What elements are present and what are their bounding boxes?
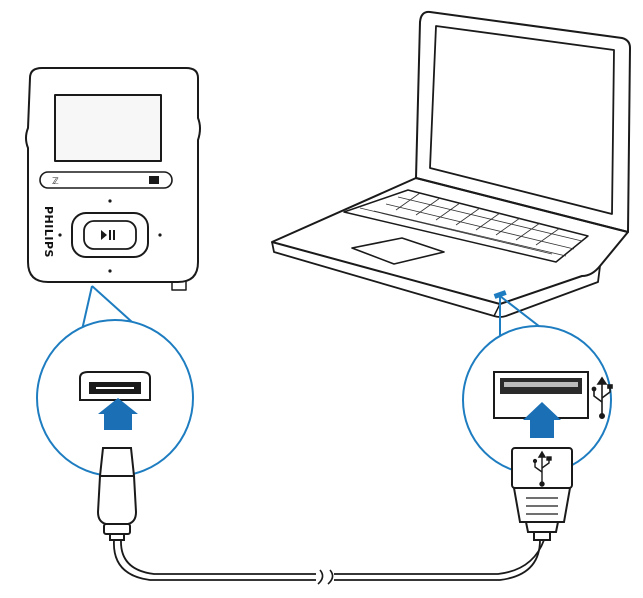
laptop xyxy=(271,10,631,318)
play-pause-icon xyxy=(101,230,115,240)
micro-usb-port xyxy=(79,371,151,401)
player-status-strip xyxy=(39,171,173,189)
laptop-usb-port xyxy=(493,290,507,299)
player-port-callout xyxy=(36,285,194,477)
laptop-port-callout xyxy=(462,295,613,489)
plug-usb-trident-icon xyxy=(532,450,552,487)
laptop-keyboard xyxy=(343,189,589,263)
mp3-player: ℤ xyxy=(25,67,201,291)
player-brand-logo: PHILIPS xyxy=(42,206,55,258)
insert-arrow-left xyxy=(98,398,138,430)
play-pause-button xyxy=(83,220,137,250)
svg-text:ℤ: ℤ xyxy=(52,177,59,187)
nav-pad xyxy=(71,212,149,258)
insert-arrow-right xyxy=(523,402,561,438)
laptop-trackpad xyxy=(351,237,445,265)
battery-icon xyxy=(149,176,159,184)
usb-cable xyxy=(113,539,545,585)
micro-usb-plug xyxy=(98,447,136,477)
usb-trident-icon xyxy=(591,376,613,419)
player-screen xyxy=(54,94,162,162)
player-body xyxy=(25,67,201,283)
laptop-screen xyxy=(429,25,615,215)
